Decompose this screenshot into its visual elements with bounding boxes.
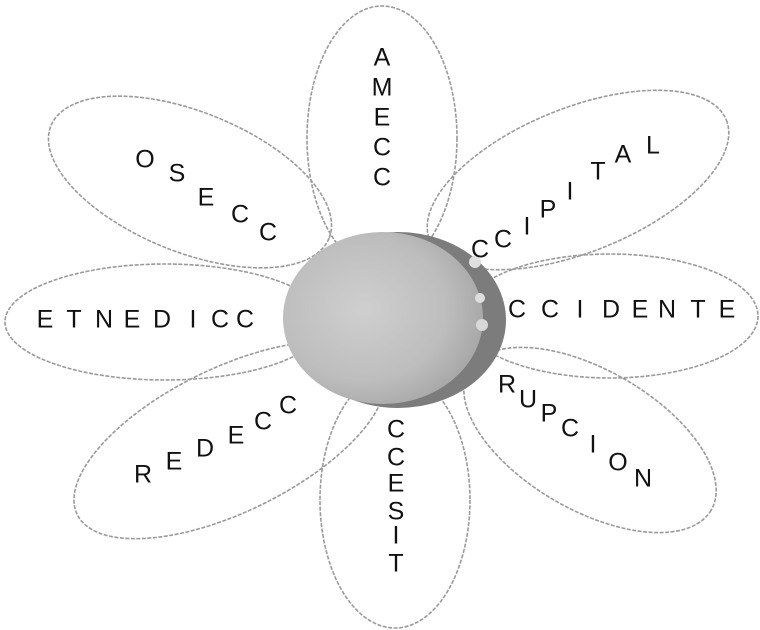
petal-upper-left-letter: C xyxy=(259,221,277,246)
petal-left-letter: E xyxy=(37,308,54,333)
petal-upper-right-letter: A xyxy=(615,143,632,168)
petal-bottom-letter: C xyxy=(387,446,405,471)
petal-right-letter: E xyxy=(719,298,736,323)
petal-lower-left-letter: R xyxy=(134,463,152,488)
petal-right-letter: E xyxy=(632,298,649,323)
petal-top-letter: C xyxy=(373,166,391,191)
petal-top-letter: C xyxy=(373,136,391,161)
petal-top-letter: M xyxy=(372,76,393,101)
petal-lower-left-letter: E xyxy=(166,450,183,475)
petal-lower-left-letter: D xyxy=(196,437,214,462)
petal-lower-right-letter: I xyxy=(590,433,597,458)
petal-right-letter: I xyxy=(577,298,584,323)
petal-right-letter: C xyxy=(541,298,559,323)
petal-left-letter: T xyxy=(66,308,81,333)
petal-left-letter: N xyxy=(95,308,113,333)
petal-upper-left-letter: E xyxy=(198,186,215,211)
petal-lower-right-letter: C xyxy=(561,417,579,442)
petal-upper-left-letter: C xyxy=(231,203,249,228)
petal-upper-left-letter: S xyxy=(169,162,186,187)
petal-right-letter: D xyxy=(602,298,620,323)
petal-upper-right-letter: C xyxy=(494,228,512,253)
petal-right-letter: N xyxy=(658,298,676,323)
petal-lower-left-letter: C xyxy=(254,410,272,435)
petal-left-letter: D xyxy=(153,308,171,333)
petal-left-letter: C xyxy=(236,308,254,333)
petal-lower-left-letter: E xyxy=(228,424,245,449)
petal-bottom-letter: I xyxy=(393,524,400,549)
petal-upper-right-letter: L xyxy=(646,134,660,159)
petal-left-letter: I xyxy=(190,308,197,333)
petal-right-letter: C xyxy=(508,298,526,323)
petal-lower-right-letter: U xyxy=(519,388,537,413)
petal-lower-right-letter: P xyxy=(541,402,558,427)
petal-top-letter: E xyxy=(374,106,391,131)
petal-lower-right-letter: R xyxy=(498,373,516,398)
petal-left-letter: E xyxy=(124,308,141,333)
petal-bottom-letter: E xyxy=(388,472,405,497)
petal-lower-right-letter: N xyxy=(634,467,652,492)
petal-upper-right-letter: P xyxy=(540,198,557,223)
petal-upper-left-letter: O xyxy=(135,148,154,173)
petal-upper-right-letter: I xyxy=(567,180,574,205)
petal-right-letter: T xyxy=(690,298,705,323)
petal-lower-right-letter: O xyxy=(608,451,627,476)
petal-upper-right-letter: I xyxy=(524,215,531,240)
petal-bottom-letter: C xyxy=(387,418,405,443)
petal-bottom-letter: T xyxy=(388,552,403,577)
petal-upper-right-letter: C xyxy=(471,238,489,263)
petal-left-letter: C xyxy=(211,308,229,333)
petal-top-letter: A xyxy=(374,46,391,71)
petal-lower-left-letter: C xyxy=(279,394,297,419)
petal-upper-right-letter: T xyxy=(590,160,605,185)
